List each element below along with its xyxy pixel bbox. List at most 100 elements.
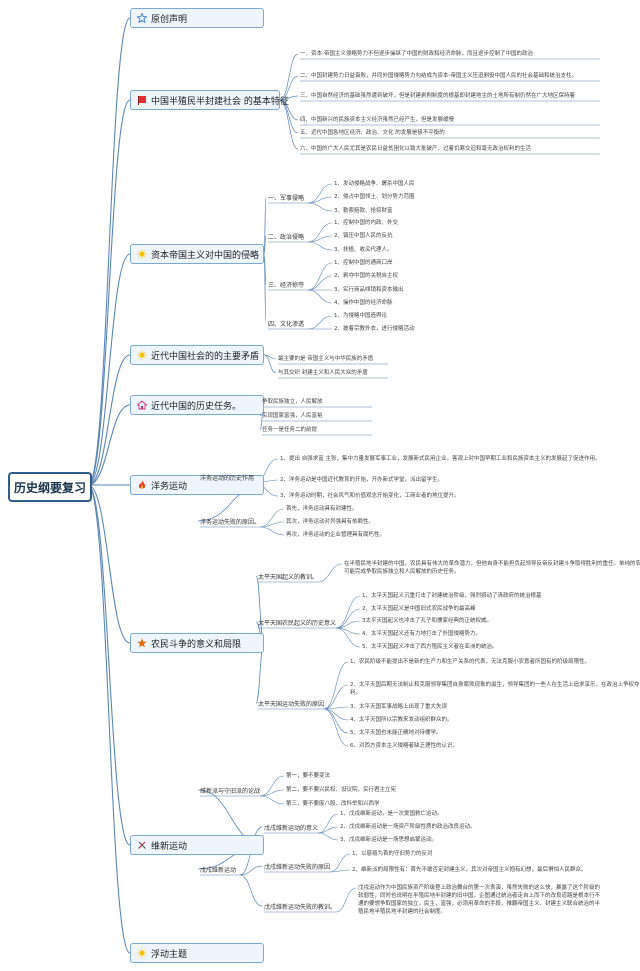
connector-line (307, 202, 333, 212)
topic-item[interactable]: 最主要的是 帝国主义与中华民族的矛盾 (278, 356, 374, 362)
group-item[interactable]: 3、洋务运动时期，社会风气和价值观念开始变化，工商业者的地位提升。 (280, 493, 460, 499)
connector-line (87, 354, 131, 486)
group-item[interactable]: 2、侵占中国领土、划分势力范围 (334, 194, 415, 200)
group-item[interactable]: 1、发动侵略战争、屠杀中国人民 (334, 181, 415, 187)
group-label[interactable]: 四、文化渗透 (268, 321, 305, 328)
group-label[interactable]: 太平天国运动失败的原因 (258, 701, 325, 708)
topic-item[interactable]: 与其交织 封建主义和人民大众的矛盾 (278, 370, 368, 376)
group-item[interactable]: 首先，洋务运动具有封建性。 (286, 506, 358, 512)
connector-line (263, 253, 267, 324)
topic-t2[interactable]: 中国半殖民半封建社会 的基本特征 (130, 90, 289, 110)
subgroup-label[interactable]: 戊戌维新运动失败的原因 (264, 864, 331, 871)
group-item[interactable]: 2、太平天国起义是中国旧式农民战争的最高峰 (362, 606, 476, 612)
topic-label: 近代中国的历史任务。 (151, 401, 242, 412)
topic-label: 原创声明 (151, 14, 188, 25)
topic-t3[interactable]: 资本帝国主义对中国的侵略 (130, 244, 264, 264)
connector-line (323, 708, 349, 734)
topic-item[interactable]: 争取民族独立，人民解放 (262, 399, 323, 405)
group-item[interactable]: 其次，洋务运动对列强具有依赖性。 (286, 519, 375, 525)
topic-t4[interactable]: 近代中国社会的的主要矛盾 (130, 345, 264, 365)
group-item[interactable]: 2、剥夺中国的关税自主权 (334, 273, 399, 279)
group-item[interactable]: 1、提出 自强求富 主张，集中力量发展军事工业，发展新式民用企业。客观上对中国早… (280, 456, 601, 462)
group-item[interactable]: 2、太平天国后期无法制止和克服领导集团自身腐败现象的滋生，领导集团的一些人在生活… (350, 682, 640, 696)
connector-line (259, 789, 285, 797)
topic-t8[interactable]: 维新运动 (130, 835, 264, 855)
subgroup-label[interactable]: 戊戌维新运动的意义 (264, 825, 319, 832)
topic-item[interactable]: 三、中国自然经济的基础虽然遭到破坏，但是封建剥削制度的根基即封建地主的土地所有制… (300, 93, 576, 99)
topic-item[interactable]: 一、资本-帝国主义侵略势力不但逐步操纵了中国的财政和经济命脉，而且逐步控制了中国… (300, 51, 533, 57)
connector-line (263, 235, 267, 255)
connector-line (239, 874, 263, 907)
topic-label: 农民斗争的意义和局限 (151, 639, 242, 650)
group-item[interactable]: 4、太平天国所以宗教来发动组织群众的。 (350, 717, 453, 723)
topic-t9[interactable]: 浮动主题 (130, 943, 264, 963)
connector-line (239, 865, 263, 876)
root-topic[interactable]: 历史纲要复习 (8, 472, 92, 502)
group-item[interactable]: 3、太平天国军事战略上出现了重大失误 (350, 704, 448, 710)
group-item[interactable]: 3、实行商品倾销和资本输出 (334, 287, 404, 293)
group-label[interactable]: 维新派与守旧派的论战 (200, 788, 261, 795)
group-item[interactable]: 1、控制中国的内政、外交 (334, 220, 399, 226)
topic-item[interactable]: 二、中国封建势力日益衰败，并同外国侵略势力勾结成为资本-帝国主义压迫剥役中国人民… (300, 73, 577, 79)
connector-line (87, 99, 131, 486)
connector-line (335, 595, 361, 629)
topic-item[interactable]: 六、中国的广大人民尤其是农民日益贫困化以致大批破产，过着饥寒交迫和毫无政治权利的… (300, 146, 532, 152)
group-label[interactable]: 二、政治侵略 (268, 234, 305, 241)
topic-label: 洋务运动 (151, 481, 188, 492)
topic-label: 维新运动 (151, 841, 188, 852)
group-item[interactable]: 1、太平天国起义沉重打击了封建统治阶级，强烈撼动了清政府的统治根基 (362, 593, 542, 599)
topic-item[interactable]: 四、中国新兴的民族资本主义经济虽然已经产生，但是发展缓慢 (300, 117, 455, 123)
group-item[interactable]: 1、农民阶级不能提出不是新的生产力和生产关系的代表，无法克服小农意者所固有的阶级… (350, 659, 591, 665)
connector-line (259, 526, 285, 536)
subgroup-item[interactable]: 1、戊戌维新运动，是一次爱国救亡运动。 (340, 811, 443, 817)
topic-t5[interactable]: 近代中国的历史任务。 (130, 395, 264, 415)
group-item[interactable]: 2、披着宗教外衣，进行侵略活动 (334, 326, 415, 332)
group-item[interactable]: 6、对西方资本主义侵略者缺乏理性的认识。 (350, 743, 459, 749)
group-item[interactable]: 4、太平天国起义还有力地打击了外国侵略势力。 (362, 631, 482, 637)
group-item[interactable]: 第三，要不要废八股、改科举和兴西学 (286, 801, 380, 807)
group-item[interactable]: 2、洋务运动是中国近代教育的开始，开办新式学堂，派出留学生。 (280, 477, 444, 483)
group-item[interactable]: 1、控制中国的通商口岸 (334, 260, 393, 266)
group-item[interactable]: 在半殖民地半封建的中国，农民具有伟大的革命潜力，但他自身不能担负起领导反帝反封建… (344, 561, 640, 575)
topic-item[interactable]: 实现国家富强，人民富裕 (262, 413, 323, 419)
connector-line (317, 563, 343, 583)
connector-line (317, 813, 339, 834)
group-label[interactable]: 洋务运动的历史作用 (200, 475, 255, 482)
connector-line (279, 95, 299, 101)
connector-line (259, 521, 285, 528)
group-label[interactable]: 一、军事侵略 (268, 195, 305, 202)
topic-label: 中国半殖民半封建社会 的基本特征 (151, 96, 289, 107)
group-item[interactable]: 再次，洋务运动的企业管理具有腐朽性。 (286, 532, 386, 538)
subgroup-item[interactable]: 1、以慈禧为首的守旧势力的反对 (352, 851, 433, 857)
group-item[interactable]: 5、太平天国也未能正确地对待儒学。 (350, 730, 442, 736)
group-item[interactable]: 第一，要不要变法 (286, 773, 331, 779)
subgroup-item[interactable]: 2、维新派的局限性有：首先不敢否定封建主义，其次对帝国主义抱有幻想，最后惧怕人民… (352, 867, 587, 873)
connector-line (307, 222, 333, 243)
subgroup-item[interactable]: 3、戊戌维新运动是一场思想启蒙运动。 (340, 837, 438, 843)
group-item[interactable]: 1、为侵略中国造舆论 (334, 313, 387, 319)
topic-t6[interactable]: 洋务运动 (130, 475, 264, 495)
subgroup-label[interactable]: 戊戌维新运动失败的教训。 (264, 904, 337, 911)
connector-line (329, 869, 351, 873)
subgroup-item[interactable]: 2、戊戌维新运动是一场资产阶级性质的政治改良运动。 (340, 824, 476, 830)
group-label[interactable]: 太平天国起义的教训。 (258, 574, 319, 581)
group-item[interactable]: 第二，要不要兴民权、设议院，实行君主立宪 (286, 787, 397, 793)
group-label[interactable]: 洋务运动失败的原因。 (200, 519, 261, 526)
group-item[interactable]: 5、太平天国起义冲击了西方殖民主义者在亚洲的统治。 (362, 644, 498, 650)
connector-line (279, 53, 299, 101)
topic-t7[interactable]: 农民斗争的意义和局限 (130, 633, 264, 653)
topic-label: 浮动主题 (151, 949, 188, 960)
topic-item[interactable]: 任务一是任务二的前提 (262, 427, 318, 433)
group-item[interactable]: 3太平天国起义也冲击了孔子和儒家经典的正统权威。 (362, 618, 493, 624)
group-label[interactable]: 太平天国农民起义的历史意义 (258, 620, 337, 627)
connector-line (335, 620, 361, 629)
group-label[interactable]: 三、经济掠夺 (268, 282, 305, 289)
subgroup-item[interactable]: 戊戌运动作为中国民族资产阶级登上政治舞台的第一次表演，虽然失败的这么快，暴露了这… (358, 885, 601, 915)
group-item[interactable]: 2、镇压中国人民的反抗 (334, 233, 393, 239)
group-item[interactable]: 3、扶植、收买代理人。 (334, 247, 393, 253)
topic-item[interactable]: 五、近代中国各地区经济、政治、文化 的发展是极不平衡的 (300, 130, 445, 136)
group-label[interactable]: 戊戌维新运动 (200, 867, 237, 874)
topic-t1[interactable]: 原创声明 (130, 8, 264, 28)
group-item[interactable]: 3、勒索赔款、抢掠财富 (334, 208, 393, 214)
group-item[interactable]: 4、操作中国的经济命脉 (334, 300, 393, 306)
